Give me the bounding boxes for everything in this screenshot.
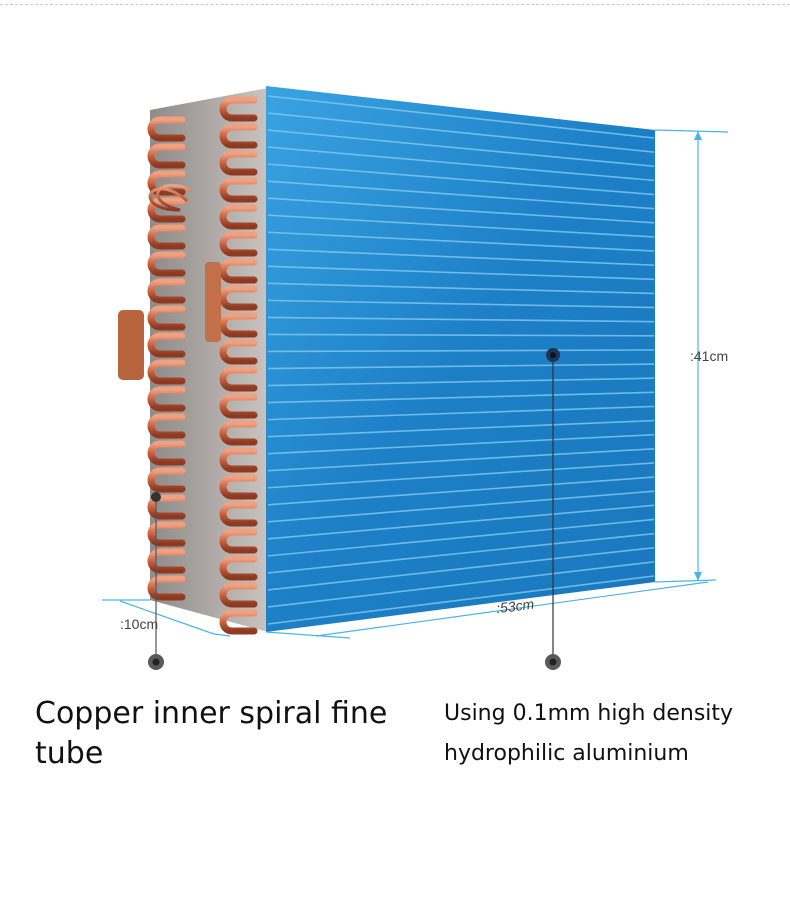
callout-marker-right [545,348,561,670]
top-dashed-border [0,4,790,5]
depth-dimension-label: :10cm [120,616,159,632]
copper-tube-caption: Copper inner spiral fine tube [35,696,388,771]
aluminium-fin-caption: Using 0.1mm high density hydrophilic alu… [444,701,734,766]
copper-tube-bends [147,96,258,635]
copper-pipework [118,183,230,594]
dimension-lines [102,129,729,639]
fin-lines [267,95,655,625]
height-dimension-label: :41cm [690,348,729,364]
callout-marker-left [148,492,164,670]
aluminium-fin-block [266,86,655,632]
